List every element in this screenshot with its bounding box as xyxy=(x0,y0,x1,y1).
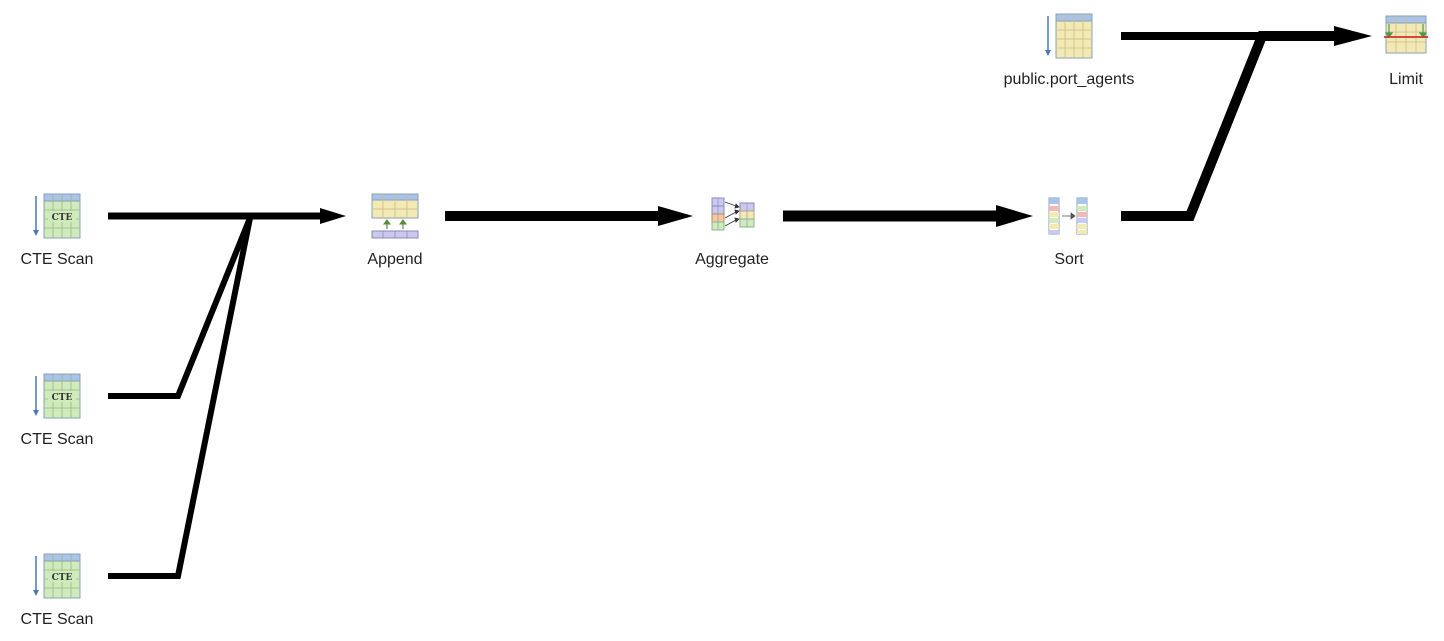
node-cte-scan[interactable]: CTE CTE Scan xyxy=(0,192,132,269)
svg-text:CTE: CTE xyxy=(52,573,73,583)
arrowhead-limit xyxy=(1334,26,1372,46)
cte-scan-icon: CTE xyxy=(33,193,81,239)
node-seq-scan[interactable]: public.port_agents xyxy=(994,12,1144,89)
node-label: CTE Scan xyxy=(20,251,94,268)
aggregate-icon xyxy=(711,197,755,231)
edge-cte3-append xyxy=(108,217,253,579)
append-icon xyxy=(371,193,419,239)
edge-sort-limit xyxy=(1121,31,1336,221)
node-label: Limit xyxy=(1389,71,1423,88)
cte-scan-icon: CTE xyxy=(33,373,81,419)
node-cte-scan[interactable]: CTE CTE Scan xyxy=(0,552,132,629)
seq-scan-icon xyxy=(1045,13,1093,59)
svg-text:CTE: CTE xyxy=(52,213,73,223)
sort-icon xyxy=(1048,197,1088,235)
node-aggregate[interactable]: Aggregate xyxy=(657,192,807,269)
node-append[interactable]: Append xyxy=(320,192,470,269)
node-label: Aggregate xyxy=(695,251,769,268)
arrowhead-append xyxy=(320,208,346,224)
node-label: CTE Scan xyxy=(20,431,94,448)
node-label: CTE Scan xyxy=(20,611,94,628)
cte-scan-icon: CTE xyxy=(33,553,81,599)
node-sort[interactable]: Sort xyxy=(994,192,1144,269)
node-label: public.port_agents xyxy=(1003,71,1135,88)
arrowhead-aggregate xyxy=(658,206,693,226)
limit-icon xyxy=(1384,15,1428,54)
node-label: Sort xyxy=(1054,251,1084,268)
node-label: Append xyxy=(367,251,423,268)
arrowhead-sort xyxy=(996,205,1033,227)
edge-cte2-append xyxy=(108,216,253,399)
node-limit[interactable]: Limit xyxy=(1331,12,1444,89)
node-cte-scan[interactable]: CTE CTE Scan xyxy=(0,372,132,449)
svg-text:CTE: CTE xyxy=(52,393,73,403)
